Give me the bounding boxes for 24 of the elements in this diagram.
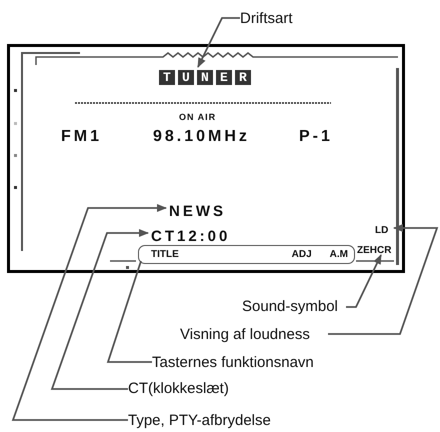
leader-line bbox=[328, 224, 438, 335]
leader-line bbox=[12, 204, 167, 421]
display-indicator: NEWS bbox=[169, 202, 233, 220]
display-readout: FM1 bbox=[61, 129, 102, 145]
function-name-bar bbox=[138, 245, 355, 264]
callout-text: Sound-symbol bbox=[242, 296, 346, 316]
callout-text: Type, PTY-afbrydelse bbox=[128, 410, 308, 430]
display-readout: P-1 bbox=[299, 129, 333, 145]
display-indicator: CT12:00 bbox=[151, 227, 249, 245]
leader-line bbox=[106, 260, 152, 363]
function-key-name: A.M bbox=[330, 250, 348, 260]
function-key-name: ADJ bbox=[292, 250, 312, 260]
display-readout: ON AIR bbox=[179, 113, 216, 122]
display-readout: 98.10MHz bbox=[153, 129, 250, 145]
display-indicator: ZEHCR bbox=[357, 244, 398, 258]
leader-line bbox=[197, 17, 240, 68]
function-key-name: TITLE bbox=[151, 250, 179, 260]
leader-line bbox=[50, 229, 149, 390]
callout-text: CT(klokkeslæt) bbox=[128, 378, 252, 398]
callout-text: Driftsart bbox=[240, 8, 312, 28]
display-indicator: LD bbox=[375, 224, 397, 238]
leader-line bbox=[346, 254, 382, 308]
callout-text: Visning af loudness bbox=[180, 324, 328, 344]
callout-text: Tasternes funktionsnavn bbox=[152, 352, 336, 372]
